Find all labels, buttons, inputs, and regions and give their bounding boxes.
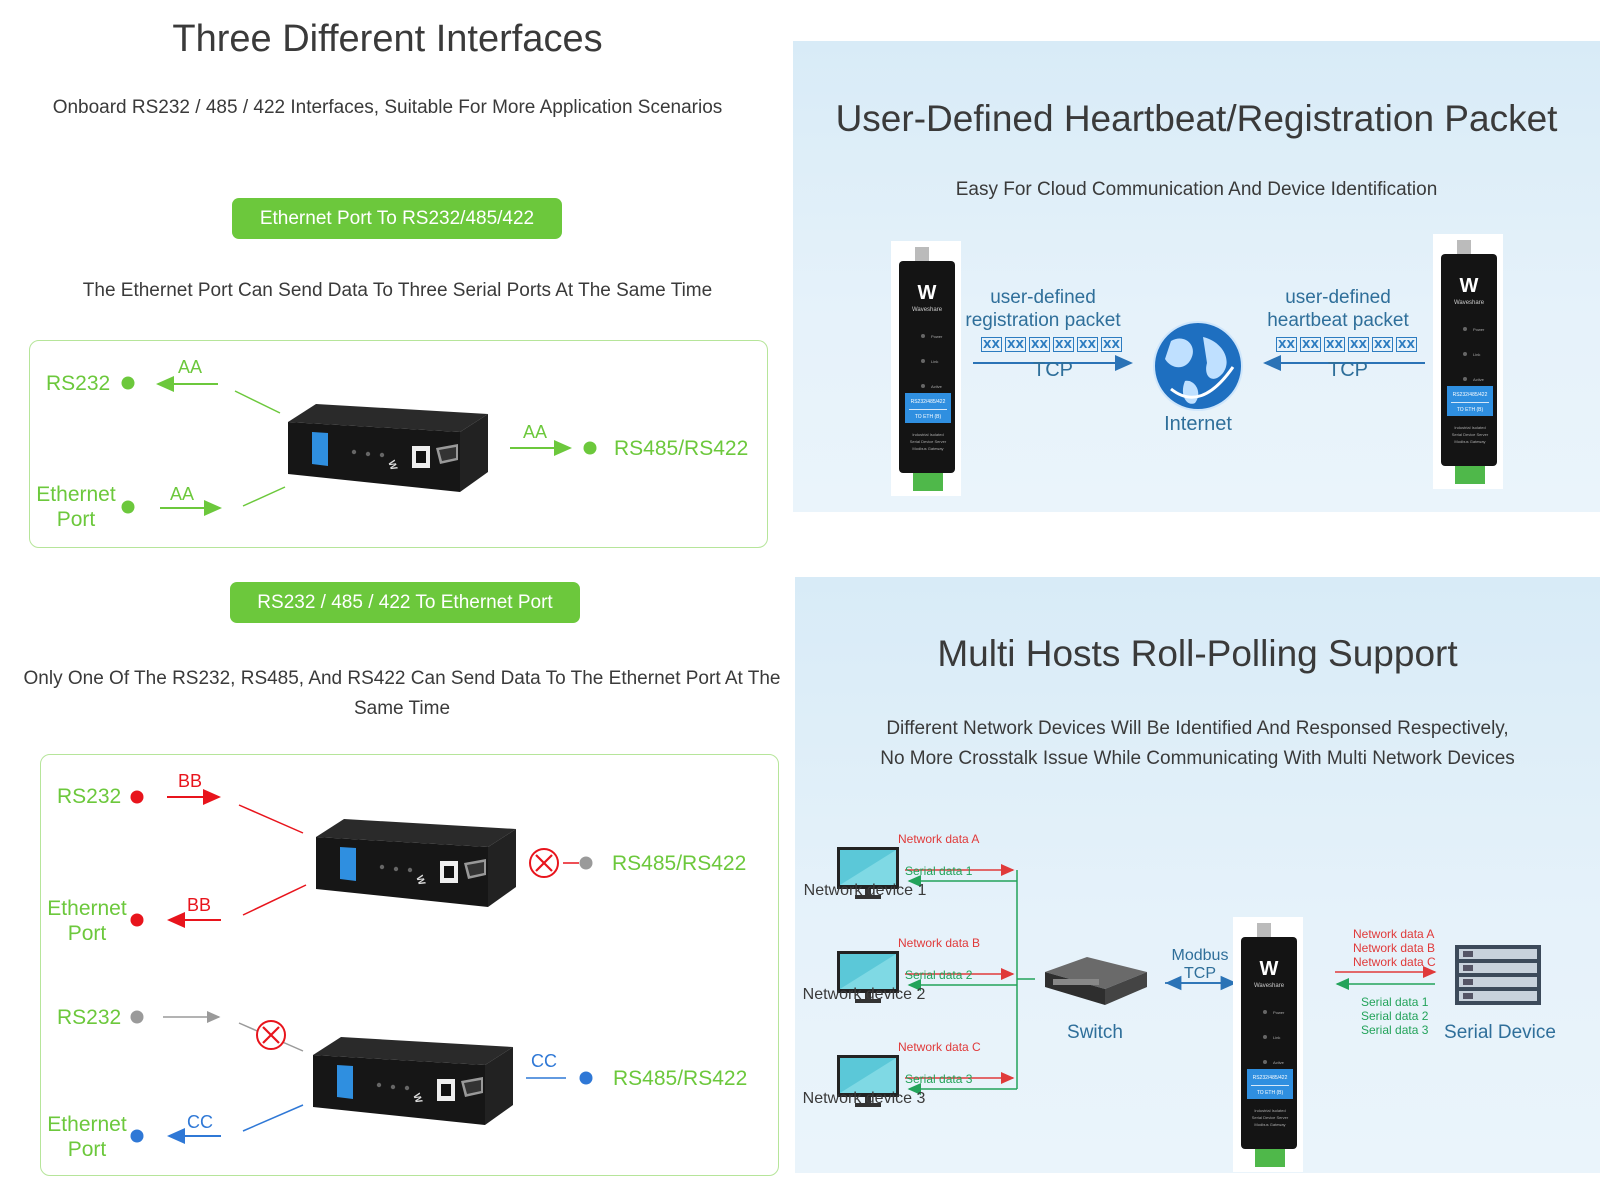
- mode1-rs232-dot: [121, 376, 135, 390]
- mode2-description: Only One Of The RS232, RS485, And RS422 …: [23, 668, 781, 719]
- tcp-left-label: TCP: [1033, 359, 1073, 381]
- mode2-top-data-in: BB: [178, 771, 203, 791]
- internet-label: Internet: [1164, 413, 1232, 435]
- mode1-data-rs232: AA: [178, 357, 203, 377]
- serial-device-icon: [1455, 945, 1541, 1005]
- device-2-serial-data: Serial data 2: [905, 968, 973, 982]
- serial-device-label: Serial Device: [1444, 1022, 1556, 1043]
- heartbeat-panel: User-Defined Heartbeat/Registration Pack…: [793, 41, 1600, 512]
- mode1-rs485-dot: [583, 441, 597, 455]
- polling-panel: Multi Hosts Roll-Polling Support Differe…: [795, 577, 1600, 1173]
- polling-title: Multi Hosts Roll-Polling Support: [937, 633, 1458, 674]
- internet-globe-icon: [1153, 321, 1243, 411]
- mode2-bottom-rs232-dot: [130, 1010, 144, 1024]
- mode1-badge: Ethernet Port To RS232/485/422: [232, 198, 562, 239]
- mode2-bottom-device-image: [313, 1037, 513, 1125]
- interfaces-subtitle: Onboard RS232 / 485 / 422 Interfaces, Su…: [52, 97, 723, 118]
- mode2-top-rs232-dot: [130, 790, 144, 804]
- device-3-serial-data: Serial data 3: [905, 1072, 973, 1086]
- heartbeat-title: User-Defined Heartbeat/Registration Pack…: [835, 98, 1558, 139]
- mode1-rs485-label: RS485/RS422: [614, 437, 749, 460]
- heartbeat-right-device-image: [1433, 234, 1503, 489]
- mode2-top-device-image: [316, 819, 516, 907]
- mode2-bottom-rs232-label: RS232: [57, 1006, 122, 1029]
- switch-icon: [1045, 957, 1147, 1005]
- device-1-network-data: Network data A: [898, 832, 980, 846]
- interfaces-title: Three Different Interfaces: [172, 18, 603, 60]
- device-2-network-data: Network data B: [898, 936, 981, 950]
- mode2-bottom-rs485-dot: [579, 1071, 593, 1085]
- device-1-serial-data: Serial data 1: [905, 864, 973, 878]
- mode1-device-image: [288, 404, 488, 492]
- network-device-2-label: Network device 2: [802, 986, 926, 1003]
- mode2-top-rs485-label: RS485/RS422: [612, 852, 747, 875]
- mode2-top-rs232-label: RS232: [57, 785, 122, 808]
- mode1-data-rs485: AA: [523, 422, 548, 442]
- mode2-badge: RS232 / 485 / 422 To Ethernet Port: [230, 582, 580, 623]
- mode2-bottom-data-in: CC: [531, 1051, 557, 1071]
- heartbeat-subtitle: Easy For Cloud Communication And Device …: [955, 179, 1438, 200]
- heartbeat-left-device-image: [891, 241, 961, 496]
- mode1-data-eth: AA: [170, 484, 195, 504]
- mode2-top-rs485-dot: [579, 856, 593, 870]
- network-device-3-label: Network device 3: [802, 1090, 926, 1107]
- mode2-top-data-out: BB: [187, 895, 212, 915]
- tcp-right-label: TCP: [1328, 359, 1368, 381]
- switch-label: Switch: [1067, 1022, 1123, 1043]
- mode2-top-blocked-icon: [529, 848, 559, 878]
- mode2-bottom-eth-dot: [130, 1129, 144, 1143]
- mode2-bottom-data-out: CC: [187, 1112, 213, 1132]
- mode1-description: The Ethernet Port Can Send Data To Three…: [82, 280, 713, 301]
- mode2-bottom-rs485-label: RS485/RS422: [613, 1067, 748, 1090]
- network-device-1-label: Network device 1: [803, 882, 927, 899]
- mode1-rs232-label: RS232: [46, 372, 111, 395]
- device-3-network-data: Network data C: [898, 1040, 981, 1054]
- mode2-top-eth-dot: [130, 913, 144, 927]
- mode2-bottom-blocked-icon: [256, 1020, 286, 1050]
- mode1-eth-dot: [121, 500, 135, 514]
- polling-subtitle: Different Network Devices Will Be Identi…: [880, 718, 1515, 769]
